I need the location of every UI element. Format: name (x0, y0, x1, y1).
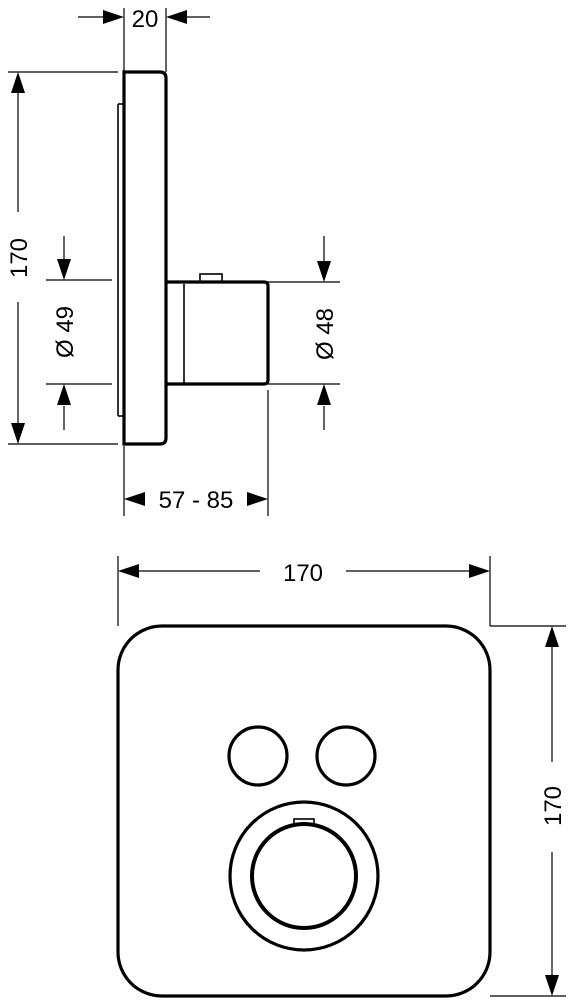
dimension-front-height-label: 170 (540, 786, 567, 826)
arrow-head (103, 10, 124, 24)
arrow-head (545, 975, 559, 996)
arrow-head (469, 564, 490, 578)
dimension-projection-label: 57 - 85 (159, 487, 234, 514)
arrow-head (166, 10, 187, 24)
dimension-diameter-49-label: Ø 49 (52, 306, 79, 358)
thermostat-knob-marker (293, 818, 315, 826)
arrow-head (57, 259, 71, 280)
arrow-head (118, 564, 139, 578)
left-push-button (227, 725, 289, 787)
front-plate-outline (116, 624, 492, 998)
arrow-head (124, 492, 145, 506)
dimension-front-width-label: 170 (283, 560, 323, 587)
side-cartridge-tab (199, 273, 223, 283)
dimension-side-height: 170 (6, 71, 118, 445)
thermostat-knob-inner (250, 822, 358, 930)
dimension-diameter-48-label: Ø 48 (312, 308, 339, 360)
arrow-head (317, 384, 331, 405)
thermostat-knob-outer (228, 800, 380, 952)
side-cartridge-body (166, 280, 270, 386)
side-plate-outline (122, 70, 168, 446)
right-push-button (315, 725, 377, 787)
side-view (117, 70, 270, 446)
arrow-head (247, 492, 268, 506)
dimension-depth-label: 20 (132, 6, 159, 33)
dimension-side-height-label: 170 (6, 238, 33, 278)
dimension-depth: 20 (78, 6, 210, 72)
dimension-projection: 57 - 85 (123, 390, 269, 516)
arrow-head (57, 384, 71, 405)
dimension-diameter-48: Ø 48 (268, 236, 340, 430)
arrow-head (11, 72, 25, 93)
arrow-head (11, 423, 25, 444)
arrow-head (545, 626, 559, 647)
dimension-front-width: 170 (117, 556, 491, 626)
front-view (116, 624, 492, 998)
arrow-head (317, 261, 331, 282)
dimension-front-height: 170 (490, 625, 567, 997)
dimension-diameter-49: Ø 49 (46, 236, 112, 430)
